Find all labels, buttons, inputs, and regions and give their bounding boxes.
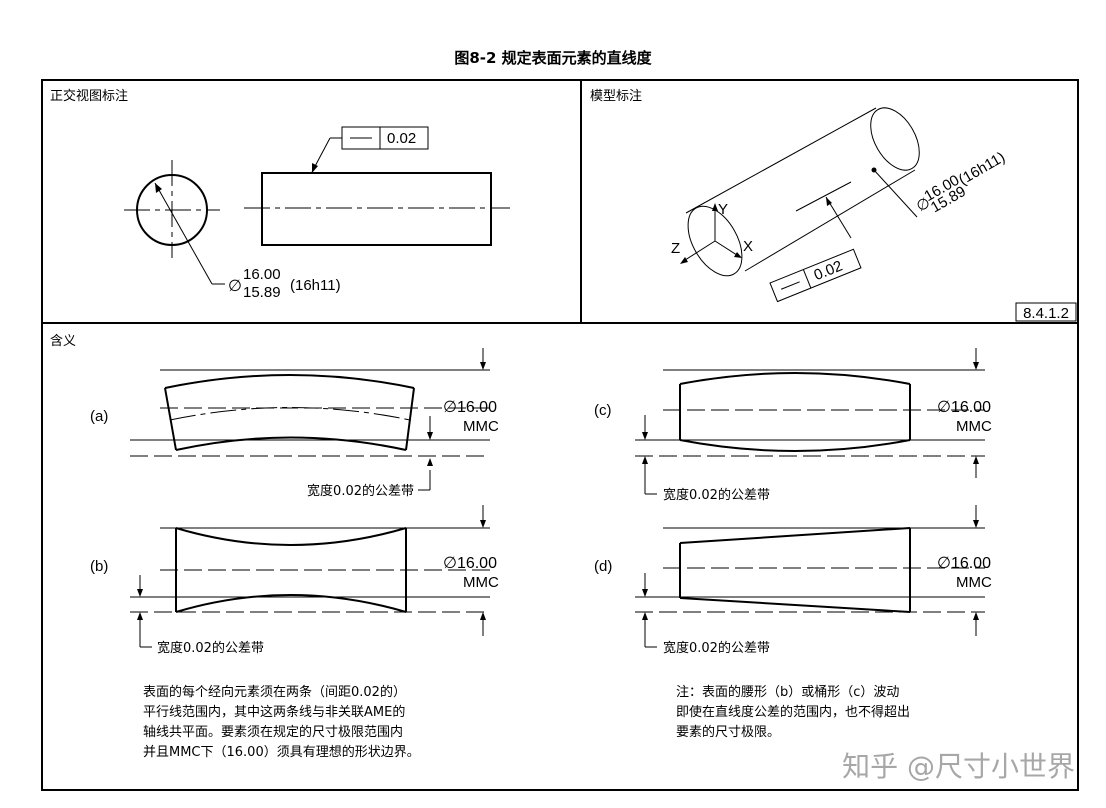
reference-number: 8.4.1.2 [1023,305,1069,322]
case-c-size: ∅16.00 [937,399,991,416]
case-d-label: (d) [594,558,612,575]
case-b: (b) ∅16.00 MMC 宽度0.02的公差带 [90,505,499,656]
side-view-outline [261,172,492,246]
note-left-line-3: 轴线共平面。要素须在规定的尺寸极限范围内 [143,724,403,740]
case-c-label: (c) [594,402,612,419]
case-b-condition: MMC [463,574,499,591]
model-size-fit: (16h11) [956,149,1008,189]
cylinder-top-edge [685,107,877,214]
model-cylinder: Y X Z [671,107,920,277]
ortho-panel-title: 正交视图标注 [50,88,128,104]
diameter-arrowhead [155,183,162,193]
case-c-zone: 宽度0.02的公差带 [663,487,770,503]
cylinder-far-end [870,107,920,171]
reference-tag: 8.4.1.2 [1015,302,1077,322]
cylinder-bottom-edge [744,169,916,272]
size-lower-limit: 15.89 [243,284,281,301]
case-d-size: ∅16.00 [937,555,991,572]
watermark: 知乎 @尺寸小世界 [842,750,1075,783]
ortho-end-view [124,160,225,285]
case-b-label: (b) [90,558,108,575]
case-a-label: (a) [90,408,108,425]
axis-x-label: X [743,238,753,255]
note-left-line-4: 并且MMC下（16.00）须具有理想的形状边界。 [143,744,420,760]
fcf-arrowhead [312,163,318,173]
note-right: 注：表面的腰形（b）或桶形（c）波动 即使在直线度公差的范围内，也不得超出 要素… [676,684,910,740]
outer-frame [41,79,1079,791]
case-a-condition: MMC [463,418,499,435]
note-left-line-2: 平行线范围内，其中这两条线与非关联AME的 [143,704,405,720]
case-a-size: ∅16.00 [443,399,497,416]
meaning-panel-title: 含义 [50,333,76,349]
case-b-zone: 宽度0.02的公差带 [157,640,264,656]
axis-z-label: Z [671,240,680,257]
case-d-condition: MMC [956,574,992,591]
model-size-leader [873,169,918,218]
size-fit-designation: (16h11) [290,277,341,294]
note-right-line-1: 注：表面的腰形（b）或桶形（c）波动 [676,684,899,700]
ortho-side-view [244,137,510,246]
diameter-leader [154,182,213,285]
case-c-condition: MMC [956,418,992,435]
diameter-symbol: ∅ [228,278,242,295]
model-panel-title: 模型标注 [590,89,642,104]
case-b-size: ∅16.00 [443,555,497,572]
size-upper-limit: 16.00 [243,266,281,283]
tolerance-value: 0.02 [387,130,416,147]
model-tolerance-value: 0.02 [812,257,845,284]
model-feature-control-frame: 0.02 [769,196,862,303]
ortho-size-dimension: ∅ 16.00 15.89 (16h11) [228,266,341,301]
case-d: (d) ∅16.00 MMC 宽度0.02的公差带 [594,505,992,656]
note-left: 表面的每个经向元素须在两条（间距0.02的） 平行线范围内，其中这两条线与非关联… [143,684,420,760]
figure-title: 图8-2 规定表面元素的直线度 [454,49,652,67]
ortho-feature-control-frame: 0.02 [341,126,429,150]
cylinder-near-end [687,205,743,277]
axis-y-label: Y [718,201,728,218]
case-c: (c) ∅16.00 MMC 宽度0.02的公差带 [594,348,992,503]
note-left-line-1: 表面的每个经向元素须在两条（间距0.02的） [143,684,406,700]
case-a: (a) ∅16.00 MMC 宽度0.02的公差带 [90,348,499,499]
note-right-line-2: 即使在直线度公差的范围内，也不得超出 [676,704,910,720]
case-a-zone: 宽度0.02的公差带 [307,483,414,499]
note-right-line-3: 要素的尺寸极限。 [676,724,780,740]
model-size-callout: ∅ 16.00 15.89 (16h11) [873,149,1008,218]
z-axis [681,240,716,263]
case-d-zone: 宽度0.02的公差带 [663,640,770,656]
